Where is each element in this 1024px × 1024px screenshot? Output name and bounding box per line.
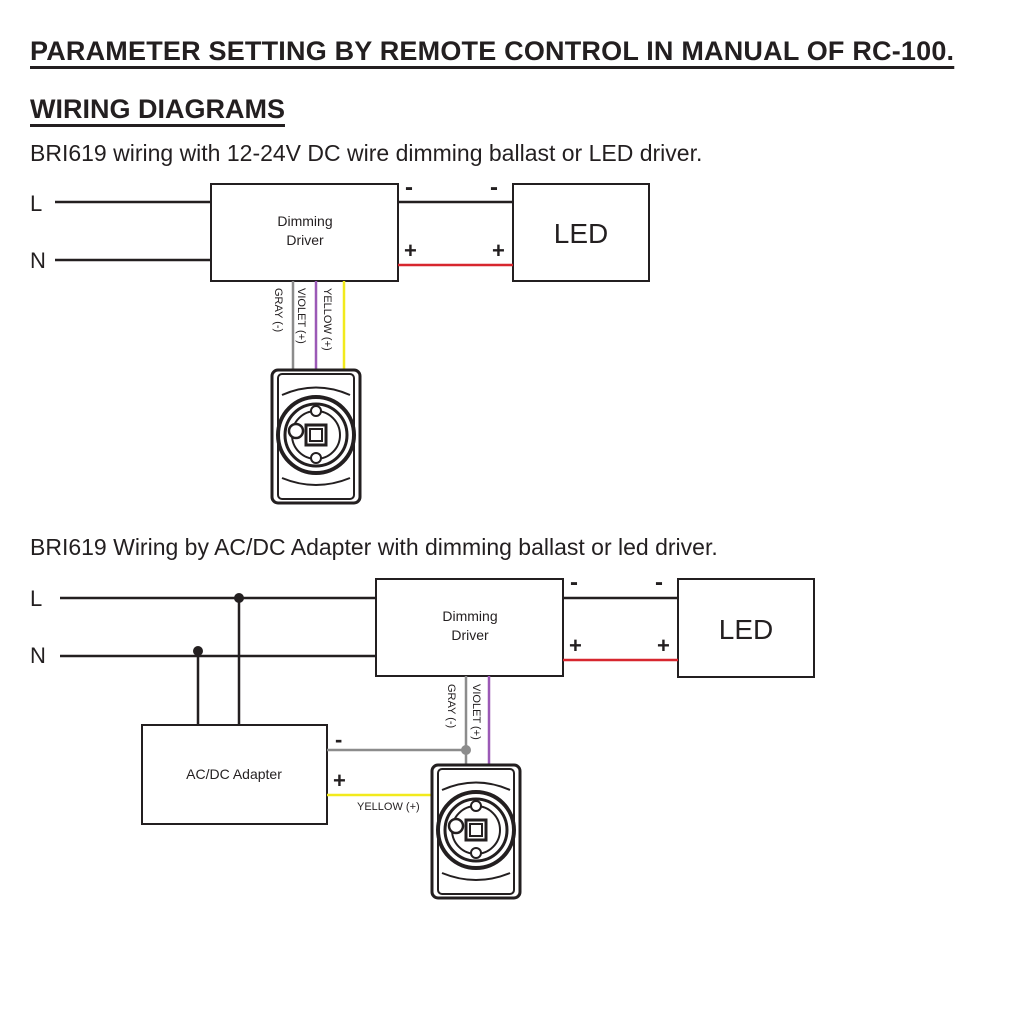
dimming-driver-box: [375, 578, 564, 677]
adapter-plus: +: [333, 768, 346, 793]
diagram2-caption: BRI619 Wiring by AC/DC Adapter with dimm…: [30, 534, 718, 560]
ac-dc-adapter-box: [141, 724, 328, 825]
diagram2: L N Dimming Driver LED - - + + AC/DC Ada…: [30, 569, 815, 900]
line-label: L: [30, 586, 42, 611]
driver-label-line1: Dimming: [277, 213, 332, 229]
driver-minus: -: [405, 174, 413, 201]
violet-wire-label: VIOLET (+): [470, 684, 482, 740]
led-minus: -: [655, 569, 663, 596]
adapter-minus: -: [335, 727, 342, 752]
gray-junction: [461, 745, 471, 755]
gray-wire-label: GRAY (-): [445, 684, 457, 728]
bri619-dimmer-device: [430, 763, 522, 900]
dimming-driver-box: [210, 183, 399, 282]
led-box: [677, 578, 815, 678]
yellow-wire-label: YELLOW (+): [321, 288, 333, 351]
driver-plus: +: [569, 633, 582, 658]
led-minus: -: [490, 174, 498, 201]
driver-minus: -: [570, 569, 578, 596]
line-label: L: [30, 191, 42, 216]
neutral-label: N: [30, 643, 46, 668]
led-plus: +: [657, 633, 670, 658]
diagram1: L N Dimming Driver LED - - + + GRAY (-) …: [30, 174, 650, 505]
driver-label-line1: Dimming: [442, 608, 497, 624]
violet-wire-label: VIOLET (+): [295, 288, 307, 344]
driver-plus: +: [404, 238, 417, 263]
yellow-wire-label: YELLOW (+): [357, 801, 420, 813]
neutral-label: N: [30, 248, 46, 273]
led-box: [512, 183, 650, 282]
led-label: LED: [719, 614, 773, 645]
diagram1-caption: BRI619 wiring with 12-24V DC wire dimmin…: [30, 140, 703, 166]
driver-label-line2: Driver: [286, 232, 324, 248]
bri619-dimmer-device: [270, 368, 362, 505]
driver-label-line2: Driver: [451, 627, 489, 643]
gray-wire-label: GRAY (-): [272, 288, 284, 332]
led-plus: +: [492, 238, 505, 263]
section-heading: WIRING DIAGRAMS: [30, 94, 285, 124]
page-title: PARAMETER SETTING BY REMOTE CONTROL IN M…: [30, 36, 955, 66]
led-label: LED: [554, 218, 608, 249]
adapter-label: AC/DC Adapter: [186, 766, 282, 782]
